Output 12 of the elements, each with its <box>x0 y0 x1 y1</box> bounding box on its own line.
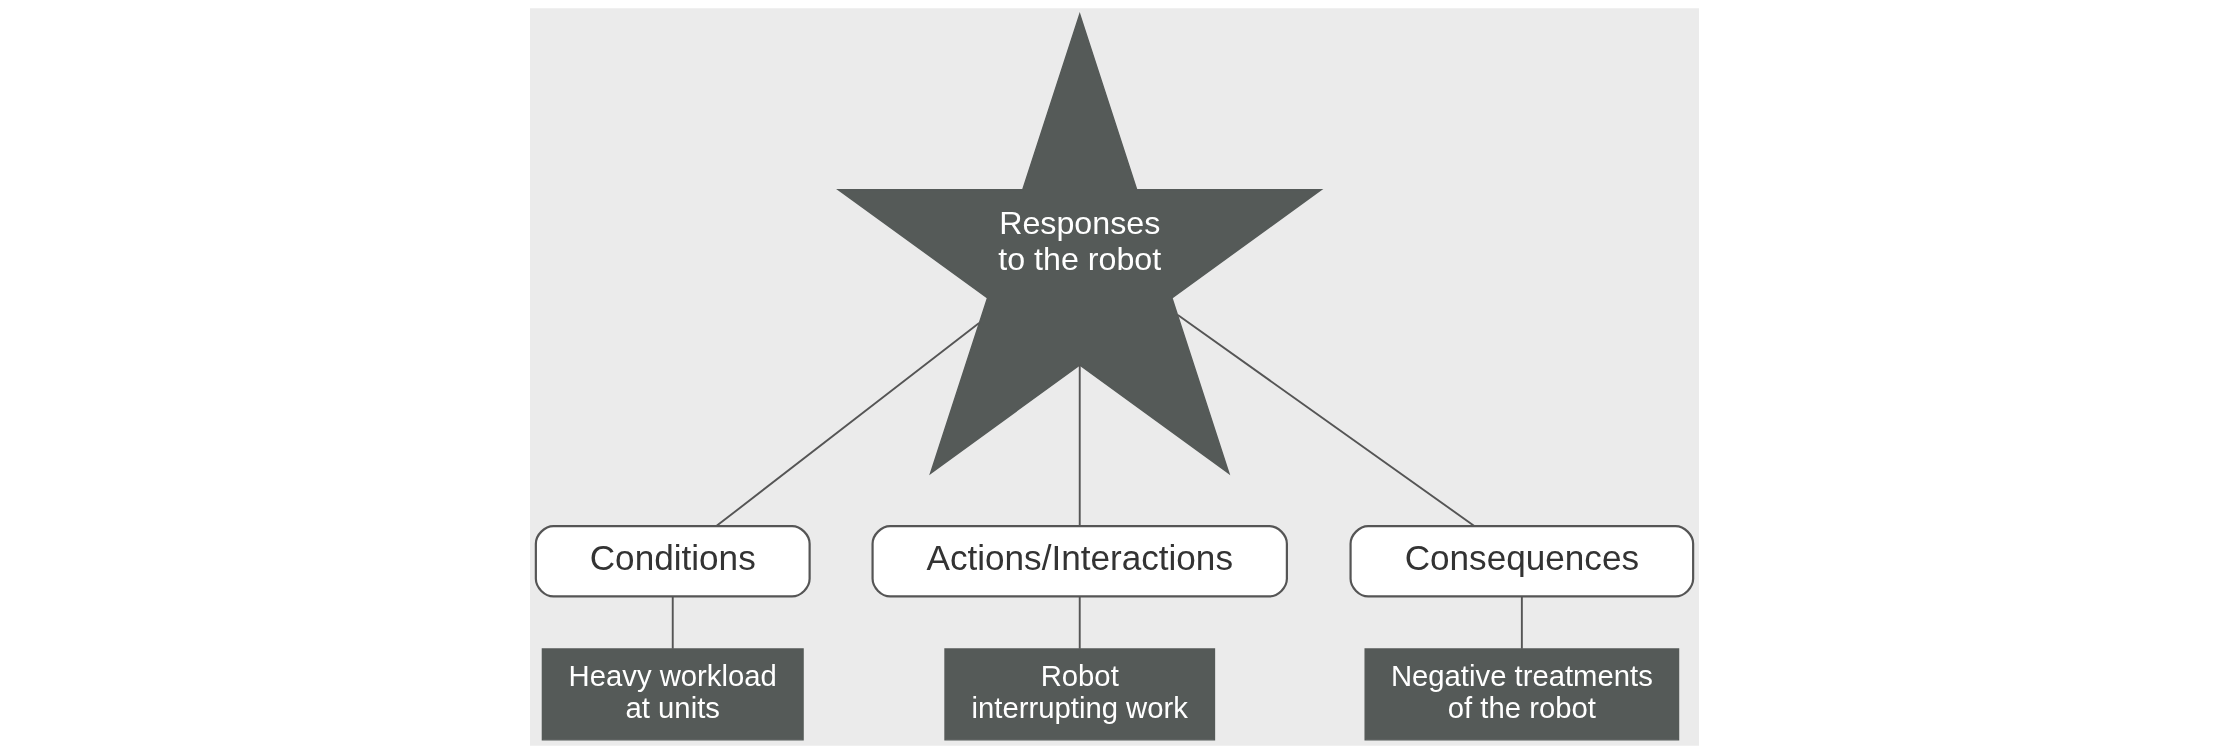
connector <box>1078 364 1081 527</box>
node-box: Conditions <box>534 525 811 598</box>
node-box: Consequences <box>1348 525 1694 598</box>
connector <box>1176 314 1475 527</box>
node-box: Actions/Interactions <box>870 525 1288 598</box>
node-box: Robot interrupting work <box>943 648 1215 741</box>
connector <box>714 322 980 528</box>
connector <box>1078 596 1081 650</box>
node-box: Negative treatments of the robot <box>1364 648 1679 741</box>
connector <box>671 596 674 650</box>
connector <box>1520 596 1523 650</box>
node-box: Heavy workload at units <box>541 648 804 741</box>
